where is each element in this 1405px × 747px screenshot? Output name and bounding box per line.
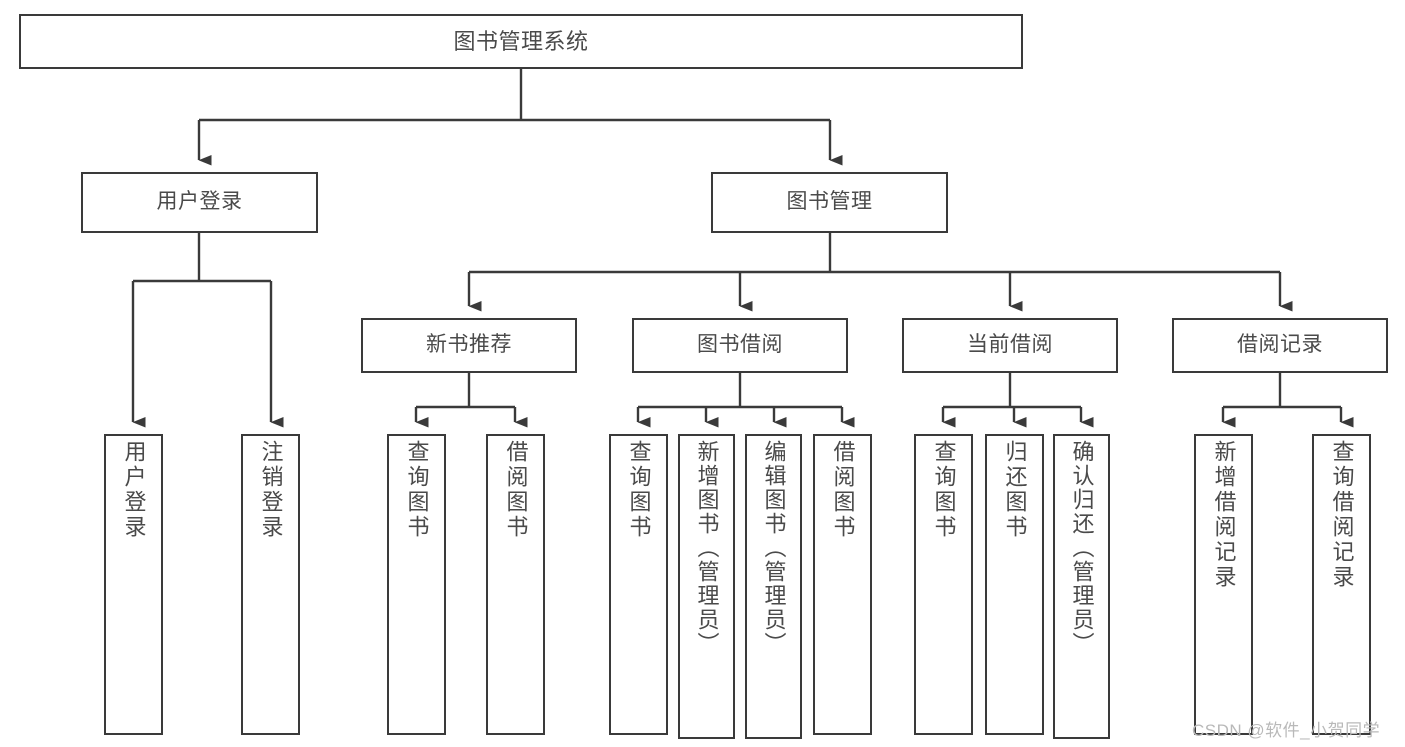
node-label: 查询借阅记录 bbox=[1329, 440, 1355, 590]
node-leaf-borrow-book-recommend[interactable]: 借阅图书 bbox=[486, 434, 545, 735]
node-book-manage[interactable]: 图书管理 bbox=[711, 172, 948, 233]
node-leaf-add-book-admin[interactable]: 新增图书（管理员） bbox=[678, 434, 735, 739]
node-label: 图书管理 bbox=[786, 190, 873, 214]
node-leaf-borrow-book[interactable]: 借阅图书 bbox=[813, 434, 872, 735]
node-label: 用户登录 bbox=[156, 190, 243, 214]
node-label: 用户登录 bbox=[121, 440, 147, 540]
node-label: 借阅记录 bbox=[1237, 333, 1323, 357]
node-label: 编辑图书（管理员） bbox=[761, 440, 787, 656]
node-label: 当前借阅 bbox=[967, 333, 1053, 357]
node-leaf-return-book[interactable]: 归还图书 bbox=[985, 434, 1044, 735]
node-leaf-logout[interactable]: 注销登录 bbox=[241, 434, 300, 735]
node-label: 图书借阅 bbox=[697, 333, 783, 357]
node-current-borrow[interactable]: 当前借阅 bbox=[902, 318, 1118, 373]
node-new-book-recommend[interactable]: 新书推荐 bbox=[361, 318, 577, 373]
node-label: 新增图书（管理员） bbox=[694, 440, 720, 656]
node-leaf-edit-book-admin[interactable]: 编辑图书（管理员） bbox=[745, 434, 802, 739]
node-label: 图书管理系统 bbox=[453, 28, 589, 54]
node-leaf-query-borrow-record[interactable]: 查询借阅记录 bbox=[1312, 434, 1371, 735]
node-leaf-query-book-current[interactable]: 查询图书 bbox=[914, 434, 973, 735]
node-leaf-query-book-recommend[interactable]: 查询图书 bbox=[387, 434, 446, 735]
node-leaf-add-borrow-record[interactable]: 新增借阅记录 bbox=[1194, 434, 1253, 735]
node-leaf-query-book-borrow[interactable]: 查询图书 bbox=[609, 434, 668, 735]
node-root-system[interactable]: 图书管理系统 bbox=[19, 14, 1023, 69]
node-label: 借阅图书 bbox=[830, 440, 856, 540]
node-label: 注销登录 bbox=[258, 440, 284, 540]
node-label: 查询图书 bbox=[626, 440, 652, 540]
csdn-watermark: CSDN @软件_小贺同学 bbox=[1192, 721, 1381, 740]
node-label: 归还图书 bbox=[1002, 440, 1028, 540]
node-book-borrow[interactable]: 图书借阅 bbox=[632, 318, 848, 373]
node-user-login[interactable]: 用户登录 bbox=[81, 172, 318, 233]
node-label: 查询图书 bbox=[404, 440, 430, 540]
node-label: 新书推荐 bbox=[426, 333, 512, 357]
node-label: 确认归还（管理员） bbox=[1069, 440, 1095, 656]
node-label: 新增借阅记录 bbox=[1211, 440, 1237, 590]
node-leaf-user-login[interactable]: 用户登录 bbox=[104, 434, 163, 735]
node-leaf-confirm-return-admin[interactable]: 确认归还（管理员） bbox=[1053, 434, 1110, 739]
node-label: 借阅图书 bbox=[503, 440, 529, 540]
node-label: 查询图书 bbox=[931, 440, 957, 540]
node-borrow-record[interactable]: 借阅记录 bbox=[1172, 318, 1388, 373]
